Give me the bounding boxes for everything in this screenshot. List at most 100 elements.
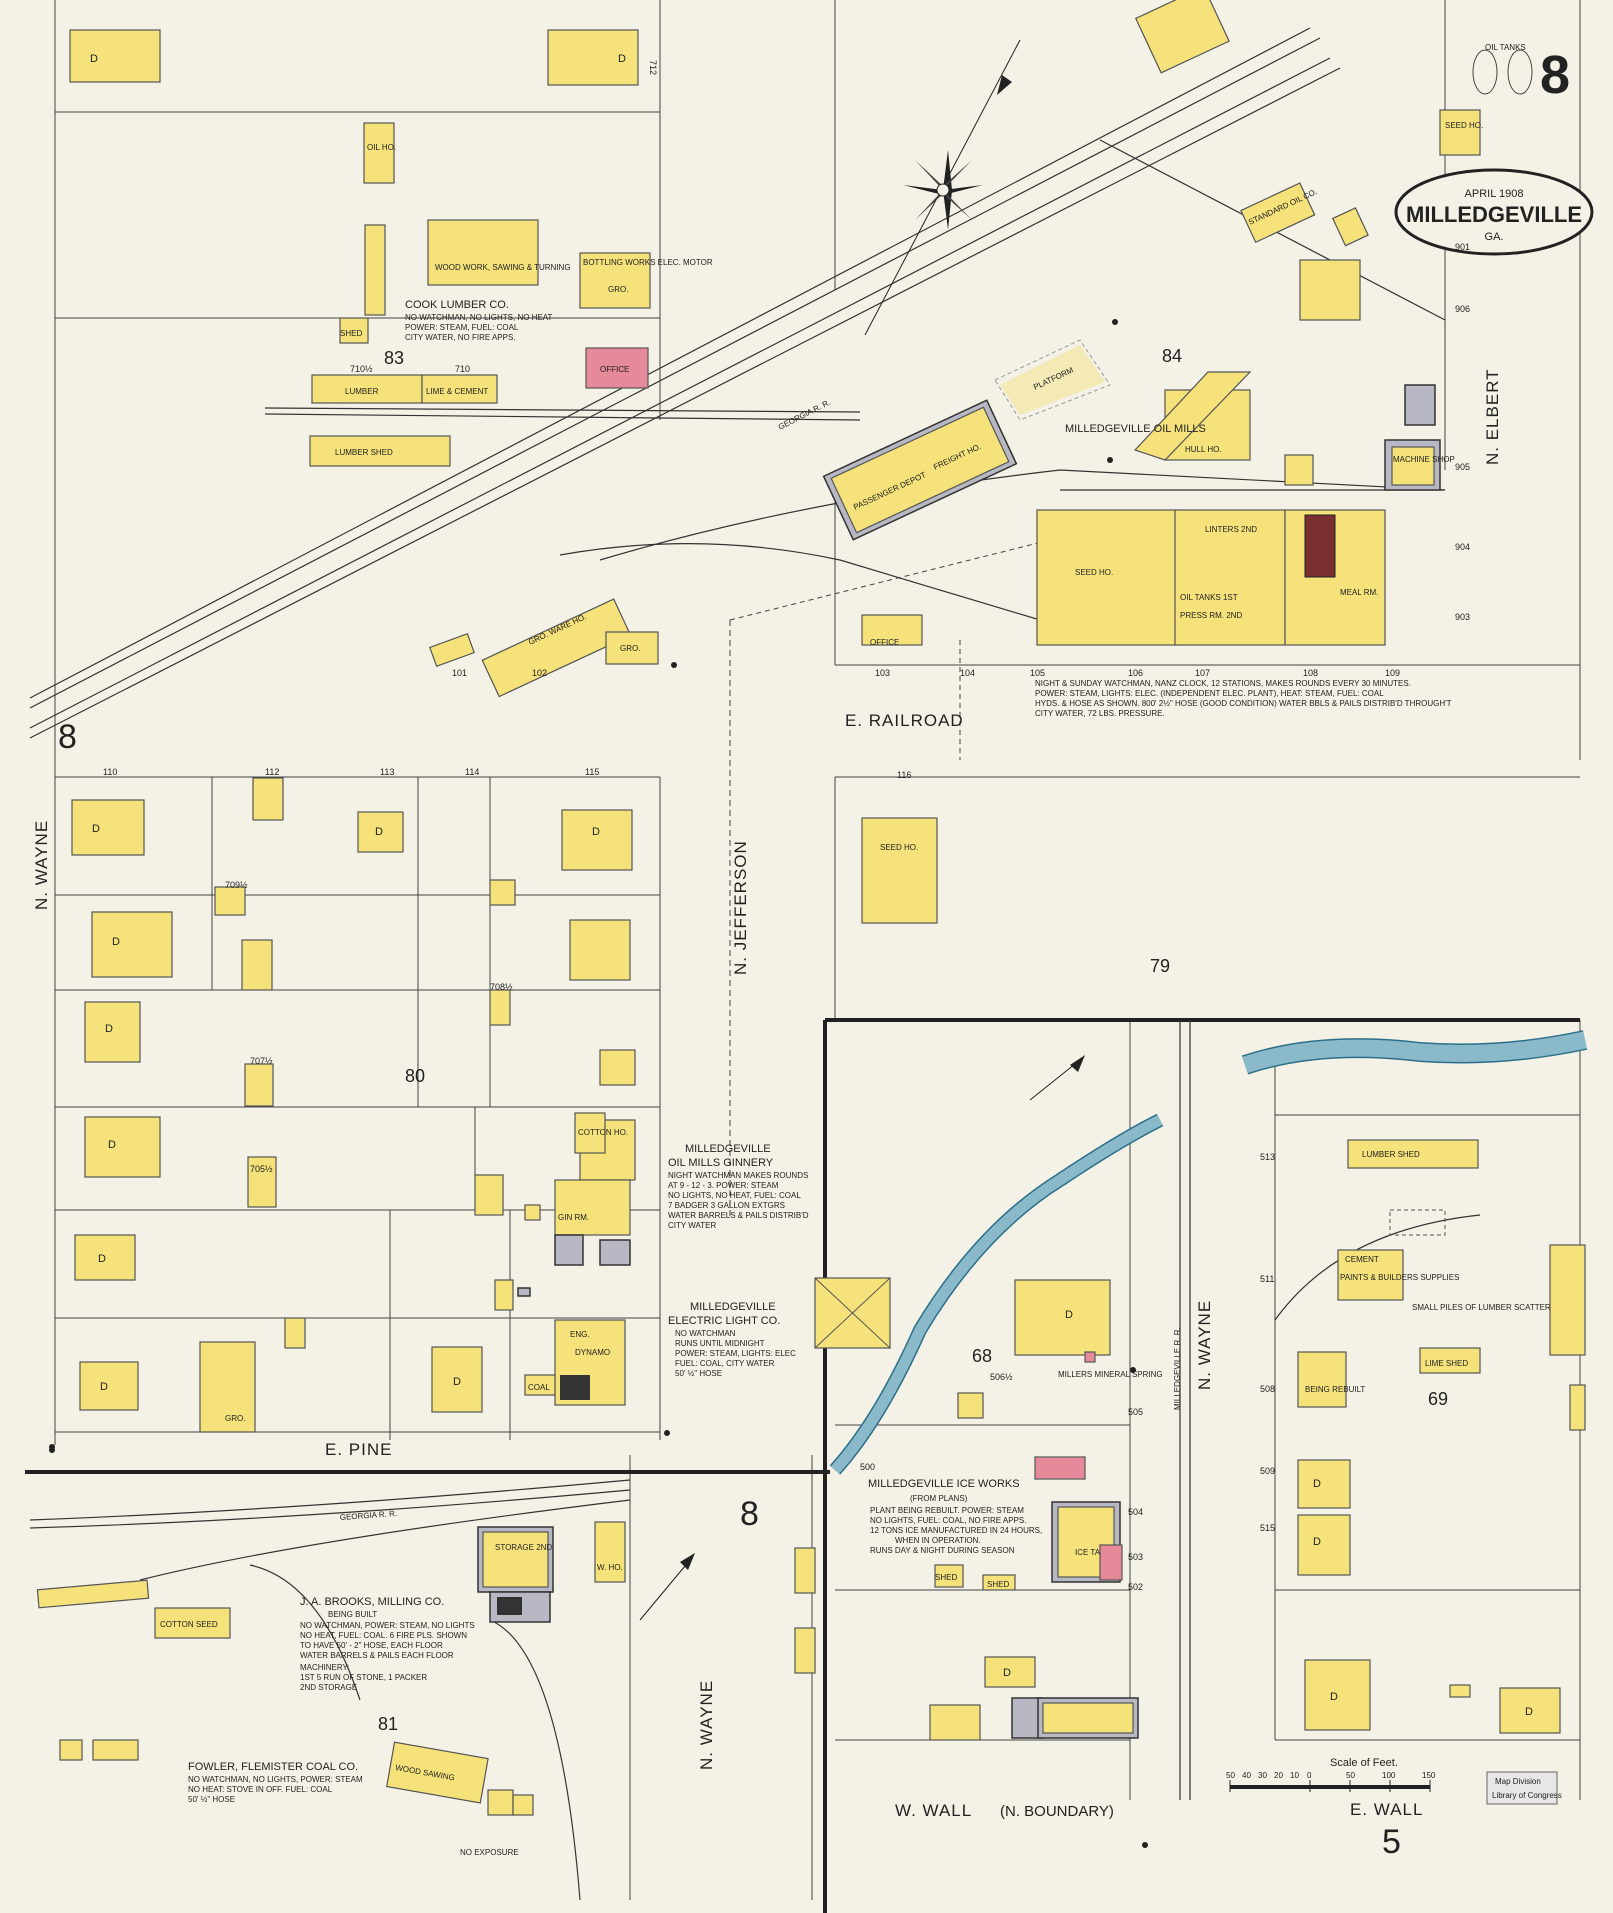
svg-text:W. HO.: W. HO. — [597, 1563, 623, 1572]
svg-text:7 BADGER 3 GALLON EXTGRS: 7 BADGER 3 GALLON EXTGRS — [668, 1201, 785, 1210]
brooks-caption: J. A. BROOKS, MILLING CO. BEING BUILT NO… — [300, 1596, 475, 1692]
svg-text:PAINTS & BUILDERS SUPPLIES: PAINTS & BUILDERS SUPPLIES — [1340, 1273, 1459, 1282]
svg-text:503: 503 — [1128, 1552, 1143, 1562]
hydrant-icon — [1112, 319, 1118, 325]
svg-text:D: D — [92, 823, 100, 835]
svg-text:101: 101 — [452, 668, 467, 678]
ginnery-caption: MILLEDGEVILLE OIL MILLS GINNERY NIGHT WA… — [668, 1143, 809, 1230]
office — [585, 347, 649, 389]
map-date: APRIL 1908 — [1465, 188, 1524, 200]
svg-text:TO HAVE 50' - 2" HOSE, EACH FL: TO HAVE 50' - 2" HOSE, EACH FLOOR — [300, 1641, 443, 1650]
brooks-mill-storage — [482, 1531, 549, 1588]
street-n-boundary: (N. BOUNDARY) — [1000, 1803, 1114, 1820]
dwelling-row — [1011, 1697, 1043, 1739]
street-n-wayne-south: N. WAYNE — [697, 1680, 716, 1770]
svg-text:LUMBER: LUMBER — [345, 387, 379, 396]
dwelling — [69, 29, 161, 83]
street-e-railroad: E. RAILROAD — [845, 711, 964, 730]
svg-text:DYNAMO: DYNAMO — [575, 1348, 610, 1357]
svg-text:D: D — [1065, 1309, 1073, 1321]
dwelling — [1499, 1687, 1561, 1734]
svg-text:D: D — [1525, 1706, 1533, 1718]
svg-text:COAL: COAL — [528, 1383, 550, 1392]
svg-text:SHED: SHED — [935, 1573, 957, 1582]
svg-text:FUEL: COAL, CITY WATER: FUEL: COAL, CITY WATER — [675, 1359, 775, 1368]
ice-works-office — [1034, 1456, 1086, 1480]
svg-text:114: 114 — [465, 767, 479, 777]
street-n-wayne-east: N. WAYNE — [1195, 1300, 1214, 1390]
svg-text:AT 9 - 12 - 3. POWER: STEAM: AT 9 - 12 - 3. POWER: STEAM — [668, 1181, 779, 1190]
svg-text:POWER: STEAM, LIGHTS: ELEC: POWER: STEAM, LIGHTS: ELEC — [675, 1349, 796, 1358]
dwelling — [1134, 0, 1230, 74]
svg-text:D: D — [1313, 1478, 1321, 1490]
block-number: 81 — [378, 1714, 398, 1734]
hull-house-wing — [1133, 371, 1252, 461]
svg-text:0: 0 — [1307, 1771, 1312, 1780]
svg-text:D: D — [453, 1376, 461, 1388]
passenger-freight-depot — [830, 406, 1010, 534]
svg-text:110: 110 — [103, 767, 117, 777]
svg-text:NO WATCHMAN: NO WATCHMAN — [675, 1329, 736, 1338]
svg-text:OFFICE: OFFICE — [870, 638, 899, 647]
svg-text:710½: 710½ — [350, 364, 373, 374]
svg-text:BOTTLING WORKS ELEC. MOTOR: BOTTLING WORKS ELEC. MOTOR — [583, 258, 713, 267]
svg-text:GRO.: GRO. — [225, 1414, 245, 1423]
svg-text:515: 515 — [1260, 1523, 1275, 1533]
svg-text:LIME SHED: LIME SHED — [1425, 1359, 1468, 1368]
millers-spring-marker — [1084, 1351, 1096, 1363]
press-room — [1284, 454, 1314, 486]
svg-text:POWER: STEAM, LIGHTS: ELEC. (I: POWER: STEAM, LIGHTS: ELEC. (INDEPENDENT… — [1035, 689, 1384, 698]
shed — [934, 1564, 964, 1588]
street-n-elbert: N. ELBERT — [1483, 368, 1502, 465]
state-name: GA. — [1485, 231, 1504, 243]
street-lines — [54, 0, 1581, 1900]
svg-text:102: 102 — [532, 668, 547, 678]
shed — [241, 939, 273, 991]
svg-text:103: 103 — [875, 668, 890, 678]
scale-label: Scale of Feet. — [1330, 1757, 1398, 1769]
sheet-boundaries — [25, 1018, 1580, 1913]
standard-oil-building — [1240, 182, 1316, 244]
svg-text:50' ½" HOSE: 50' ½" HOSE — [675, 1369, 722, 1378]
svg-text:113: 113 — [380, 767, 394, 777]
wood-sawing-shed — [386, 1741, 489, 1804]
business-name: COOK LUMBER CO. — [405, 299, 509, 311]
svg-text:D: D — [618, 53, 626, 65]
svg-text:LUMBER SHED: LUMBER SHED — [1362, 1150, 1420, 1159]
svg-text:NO HEAT: STOVE IN OFF. FUEL: C: NO HEAT: STOVE IN OFF. FUEL: COAL — [188, 1785, 333, 1794]
svg-text:D: D — [112, 936, 120, 948]
cook-lumber-caption: COOK LUMBER CO. NO WATCHMAN, NO LIGHTS, … — [405, 299, 553, 342]
svg-text:NO EXPOSURE: NO EXPOSURE — [460, 1848, 519, 1857]
svg-text:MILLEDGEVILLE: MILLEDGEVILLE — [690, 1301, 776, 1313]
svg-text:504: 504 — [1128, 1507, 1143, 1517]
svg-text:30: 30 — [1258, 1771, 1267, 1780]
svg-text:50: 50 — [1346, 1771, 1355, 1780]
street-n-jefferson: N. JEFFERSON — [731, 840, 750, 975]
cotton-house — [574, 1112, 606, 1154]
svg-text:107: 107 — [1195, 668, 1210, 678]
shed — [284, 1317, 306, 1349]
svg-text:NIGHT WATCHMAN MAKES ROUNDS: NIGHT WATCHMAN MAKES ROUNDS — [668, 1171, 808, 1180]
svg-text:OIL TANKS 1ST: OIL TANKS 1ST — [1180, 593, 1238, 602]
dwelling — [569, 919, 631, 981]
hydrant-icon — [664, 1430, 670, 1436]
dwelling — [1304, 1659, 1371, 1731]
business-name: MILLEDGEVILLE OIL MILLS — [1065, 423, 1206, 435]
street-e-pine: E. PINE — [325, 1440, 392, 1459]
svg-text:HULL HO.: HULL HO. — [1185, 445, 1222, 454]
svg-text:2ND STORAGE: 2ND STORAGE — [300, 1683, 357, 1692]
svg-text:NO WATCHMAN, POWER: STEAM, NO: NO WATCHMAN, POWER: STEAM, NO LIGHTS — [300, 1621, 475, 1630]
svg-text:NO LIGHTS, NO HEAT, FUEL: COAL: NO LIGHTS, NO HEAT, FUEL: COAL — [668, 1191, 801, 1200]
street-n-wayne-west: N. WAYNE — [32, 820, 51, 910]
svg-text:Map Division: Map Division — [1495, 1777, 1541, 1786]
warehouse — [594, 1521, 626, 1583]
seed-house — [861, 817, 938, 924]
block-number: 79 — [1150, 956, 1170, 976]
office — [861, 614, 923, 646]
wood-work-shop — [427, 219, 539, 286]
city-name: MILLEDGEVILLE — [1406, 202, 1582, 227]
address-numbers: 712 710½ 710 709½ 708½ 707½ 705½ 101 102… — [103, 60, 1470, 1592]
hydrant-icon — [671, 662, 677, 668]
svg-text:WATER BARRELS & PAILS DISTRIB': WATER BARRELS & PAILS DISTRIB'D — [668, 1211, 809, 1220]
